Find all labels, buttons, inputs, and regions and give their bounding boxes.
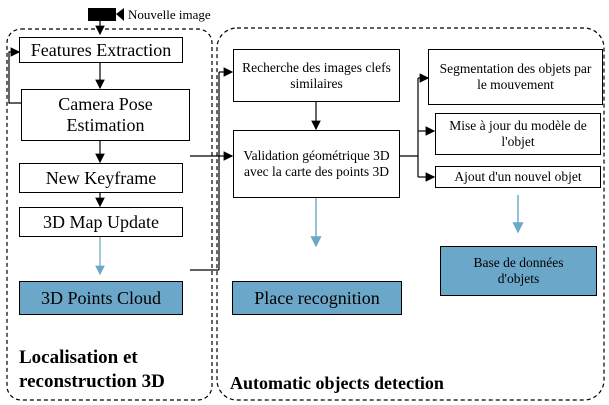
left-group-title: Localisation et reconstruction 3D bbox=[19, 347, 165, 392]
object-database-box: Base de données d'objets bbox=[440, 246, 597, 296]
camera-icon bbox=[88, 8, 116, 21]
features-extraction-box: Features Extraction bbox=[19, 37, 183, 63]
similar-keyframe-search-box: Recherche des images clefs similaires bbox=[233, 49, 400, 102]
model-update-box: Mise à jour du modèle de l'objet bbox=[435, 113, 601, 155]
place-recognition-box: Place recognition bbox=[232, 281, 402, 315]
camera-pose-estimation-box: Camera Pose Estimation bbox=[21, 89, 190, 141]
points-cloud-box: 3D Points Cloud bbox=[19, 281, 183, 315]
geometric-validation-box: Validation géométrique 3D avec la carte … bbox=[233, 130, 400, 198]
left-group-frame bbox=[6, 28, 213, 401]
motion-segmentation-box: Segmentation des objets par le mouvement bbox=[428, 49, 603, 105]
input-label: Nouvelle image bbox=[128, 7, 211, 22]
new-object-box: Ajout d'un nouvel objet bbox=[435, 166, 601, 188]
map-update-box: 3D Map Update bbox=[19, 207, 183, 237]
new-keyframe-box: New Keyframe bbox=[19, 163, 183, 193]
right-group-title: Automatic objects detection bbox=[230, 373, 444, 393]
